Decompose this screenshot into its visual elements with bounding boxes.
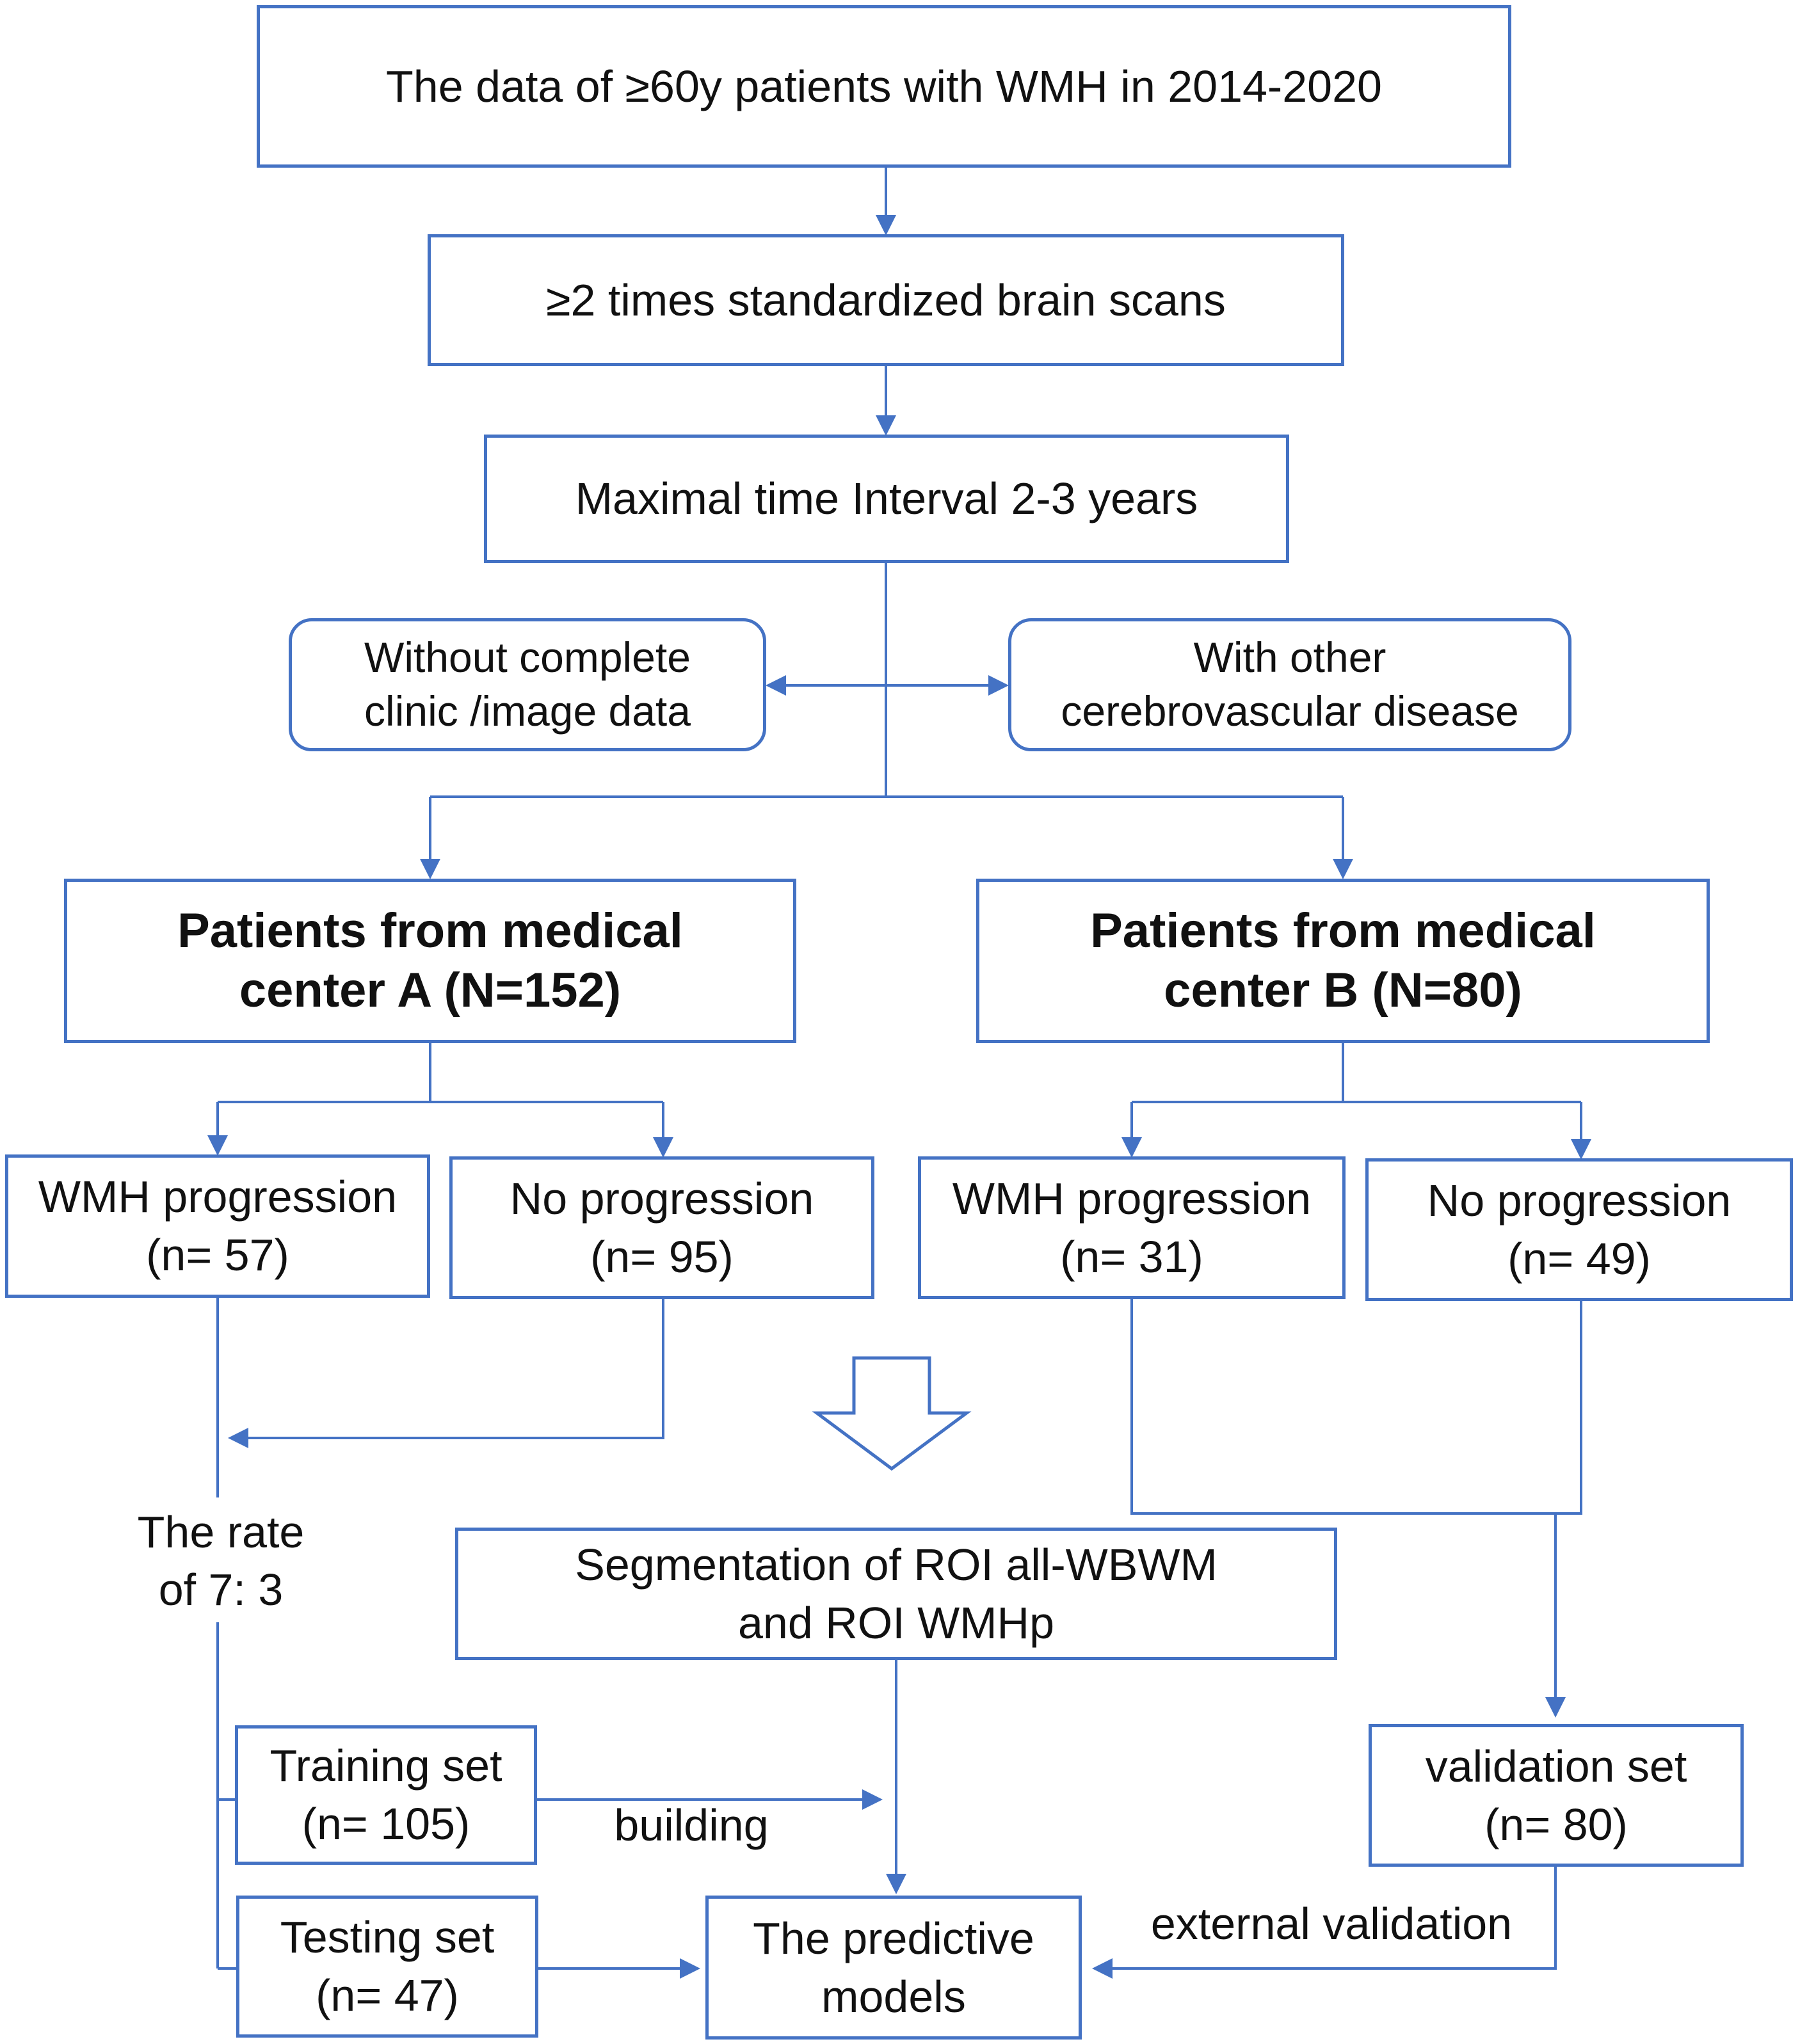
time-interval-text: Maximal time Interval 2-3 years [575, 474, 1198, 523]
center-b-progression-text: WMH progression (n= 31) [952, 1173, 1312, 1282]
b-no-progression-merge [1555, 1301, 1582, 1515]
testing-set-box: Testing set (n= 47) [236, 1896, 538, 2038]
segmentation-text: Segmentation of ROI all-WBWM and ROI WMH… [575, 1539, 1217, 1648]
brain-scans-text: ≥2 times standardized brain scans [546, 275, 1226, 325]
b-progression-merge [1130, 1299, 1555, 1515]
predictive-models-box: The predictive models [705, 1896, 1082, 2040]
a-no-progression-merge [228, 1299, 664, 1448]
hollow-down-arrow-icon [812, 1356, 972, 1471]
center-a-no-progression-box: No progression (n= 95) [449, 1156, 874, 1299]
center-a-progression-box: WMH progression (n= 57) [5, 1154, 430, 1298]
exclusion-incomplete-box: Without complete clinic /image data [289, 618, 766, 751]
split-rate-label: The rate of 7: 3 [137, 1507, 305, 1615]
brain-scans-box: ≥2 times standardized brain scans [428, 234, 1344, 366]
external-validation-label: external validation [1150, 1899, 1513, 1949]
training-set-text: Training set (n= 105) [269, 1741, 502, 1849]
validation-set-box: validation set (n= 80) [1369, 1724, 1744, 1867]
center-a-box: Patients from medical center A (N=152) [64, 879, 796, 1043]
validation-set-text: validation set (n= 80) [1425, 1741, 1687, 1849]
training-set-box: Training set (n= 105) [235, 1725, 537, 1865]
time-interval-box: Maximal time Interval 2-3 years [484, 435, 1289, 563]
segmentation-box: Segmentation of ROI all-WBWM and ROI WMH… [455, 1528, 1337, 1660]
center-b-no-progression-box: No progression (n= 49) [1365, 1158, 1793, 1301]
exclusion-incomplete-text: Without complete clinic /image data [364, 634, 691, 735]
predictive-models-text: The predictive models [753, 1913, 1034, 2022]
center-a-no-progression-text: No progression (n= 95) [510, 1173, 814, 1282]
testing-set-text: Testing set (n= 47) [280, 1912, 495, 2020]
center-b-text: Patients from medical center B (N=80) [1090, 903, 1596, 1018]
source-data-text: The data of ≥60y patients with WMH in 20… [386, 61, 1382, 111]
center-b-box: Patients from medical center B (N=80) [976, 879, 1710, 1043]
building-label: building [614, 1800, 769, 1850]
center-a-progression-text: WMH progression (n= 57) [38, 1172, 398, 1280]
center-b-no-progression-text: No progression (n= 49) [1427, 1175, 1732, 1284]
center-b-progression-box: WMH progression (n= 31) [918, 1156, 1346, 1299]
arrow-external-validation [1092, 1867, 1557, 1979]
center-a-text: Patients from medical center A (N=152) [177, 903, 683, 1018]
exclusion-cerebrovascular-box: With other cerebrovascular disease [1008, 618, 1571, 751]
source-data-box: The data of ≥60y patients with WMH in 20… [257, 5, 1511, 168]
exclusion-cerebrovascular-text: With other cerebrovascular disease [1061, 634, 1519, 735]
